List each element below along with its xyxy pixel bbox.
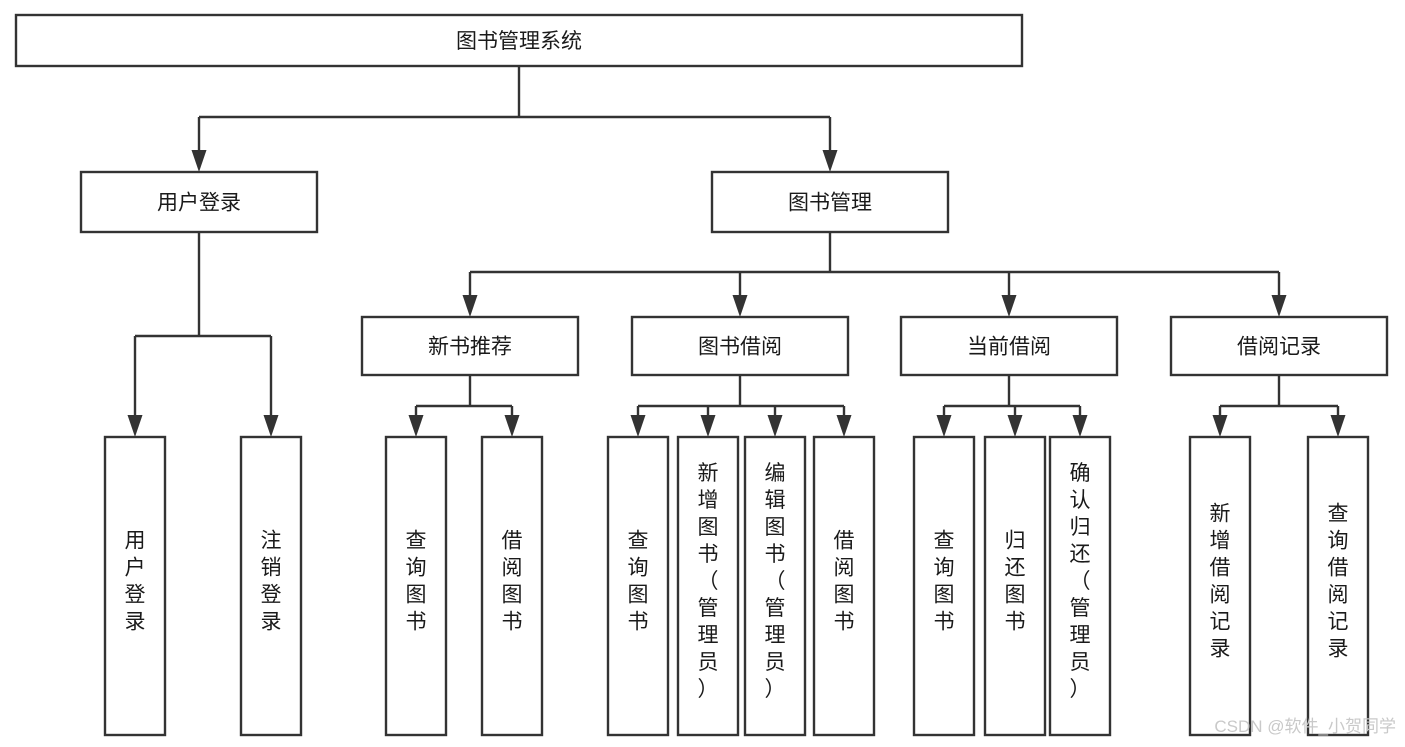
arrow-head-icon (767, 415, 783, 437)
node-box (79, 170, 319, 234)
arrow-head-icon (822, 150, 838, 172)
node-label: 图书管理系统 (456, 30, 582, 53)
node-label: 新增借阅记录 (1210, 503, 1231, 661)
csdn-watermark: CSDN @软件_小贺同学 (1214, 717, 1396, 736)
connector-layer (127, 66, 1346, 437)
node-label: 借阅图书 (834, 530, 855, 634)
arrow-head-icon (191, 150, 207, 172)
node-box (812, 435, 876, 737)
node-label: 借阅记录 (1237, 336, 1321, 359)
node-borrow-record[interactable]: 借阅记录 (1169, 315, 1389, 377)
node-leaf-add-borrow-record[interactable]: 新增借阅记录 (1188, 435, 1252, 737)
node-leaf-confirm-return-admin[interactable]: 确认归还（管理员） (1048, 435, 1112, 737)
node-label: 确认归还（管理员） (1070, 462, 1091, 701)
node-label: 新书推荐 (428, 336, 512, 359)
node-book-manage[interactable]: 图书管理 (710, 170, 950, 234)
node-label: 查询图书 (406, 530, 427, 634)
node-box (1169, 315, 1389, 377)
node-label: 注销登录 (261, 530, 282, 634)
node-box (899, 315, 1119, 377)
node-leaf-borrow-book[interactable]: 借阅图书 (812, 435, 876, 737)
node-leaf-rec-borrow-book[interactable]: 借阅图书 (480, 435, 544, 737)
arrow-head-icon (1212, 415, 1228, 437)
arrow-head-icon (630, 415, 646, 437)
arrow-head-icon (732, 295, 748, 317)
node-label: 当前借阅 (967, 336, 1051, 359)
node-box (384, 435, 448, 737)
node-box (103, 435, 167, 737)
node-label: 新增图书（管理员） (698, 462, 719, 701)
arrow-head-icon (1330, 415, 1346, 437)
node-leaf-add-book-admin[interactable]: 新增图书（管理员） (676, 435, 740, 737)
node-box (360, 315, 580, 377)
node-layer: 图书管理系统用户登录图书管理新书推荐图书借阅当前借阅借阅记录用户登录注销登录查询… (14, 13, 1389, 737)
node-current-borrow[interactable]: 当前借阅 (899, 315, 1119, 377)
node-label: 用户登录 (157, 192, 241, 215)
node-box (983, 435, 1047, 737)
node-label: 查询借阅记录 (1328, 503, 1349, 661)
node-box (14, 13, 1024, 68)
node-label: 查询图书 (628, 530, 649, 634)
node-leaf-return-book[interactable]: 归还图书 (983, 435, 1047, 737)
node-user-login[interactable]: 用户登录 (79, 170, 319, 234)
node-label: 编辑图书（管理员） (765, 462, 786, 701)
arrow-head-icon (836, 415, 852, 437)
arrow-head-icon (1271, 295, 1287, 317)
arrow-head-icon (127, 415, 143, 437)
node-label: 图书管理 (788, 192, 872, 215)
arrow-head-icon (936, 415, 952, 437)
node-new-book-rec[interactable]: 新书推荐 (360, 315, 580, 377)
node-root[interactable]: 图书管理系统 (14, 13, 1024, 68)
arrow-head-icon (1007, 415, 1023, 437)
node-box (606, 435, 670, 737)
arrow-head-icon (462, 295, 478, 317)
node-box (912, 435, 976, 737)
node-box (1048, 435, 1112, 737)
node-box (1306, 435, 1370, 737)
node-box (676, 435, 740, 737)
arrow-head-icon (1072, 415, 1088, 437)
node-book-borrow[interactable]: 图书借阅 (630, 315, 850, 377)
node-box (710, 170, 950, 234)
node-box (630, 315, 850, 377)
node-leaf-borrow-query-book[interactable]: 查询图书 (606, 435, 670, 737)
node-label: 图书借阅 (698, 336, 782, 359)
node-leaf-rec-query-book[interactable]: 查询图书 (384, 435, 448, 737)
node-leaf-user-logout[interactable]: 注销登录 (239, 435, 303, 737)
node-leaf-query-borrow-record[interactable]: 查询借阅记录 (1306, 435, 1370, 737)
node-label: 借阅图书 (502, 530, 523, 634)
node-label: 归还图书 (1005, 530, 1026, 634)
node-leaf-cur-query-book[interactable]: 查询图书 (912, 435, 976, 737)
arrow-head-icon (700, 415, 716, 437)
arrow-head-icon (1001, 295, 1017, 317)
node-leaf-user-login[interactable]: 用户登录 (103, 435, 167, 737)
node-box (239, 435, 303, 737)
arrow-head-icon (504, 415, 520, 437)
arrow-head-icon (263, 415, 279, 437)
node-box (1188, 435, 1252, 737)
node-label: 用户登录 (125, 530, 146, 634)
node-box (480, 435, 544, 737)
node-leaf-edit-book-admin[interactable]: 编辑图书（管理员） (743, 435, 807, 737)
node-label: 查询图书 (934, 530, 955, 634)
arrow-head-icon (408, 415, 424, 437)
node-box (743, 435, 807, 737)
